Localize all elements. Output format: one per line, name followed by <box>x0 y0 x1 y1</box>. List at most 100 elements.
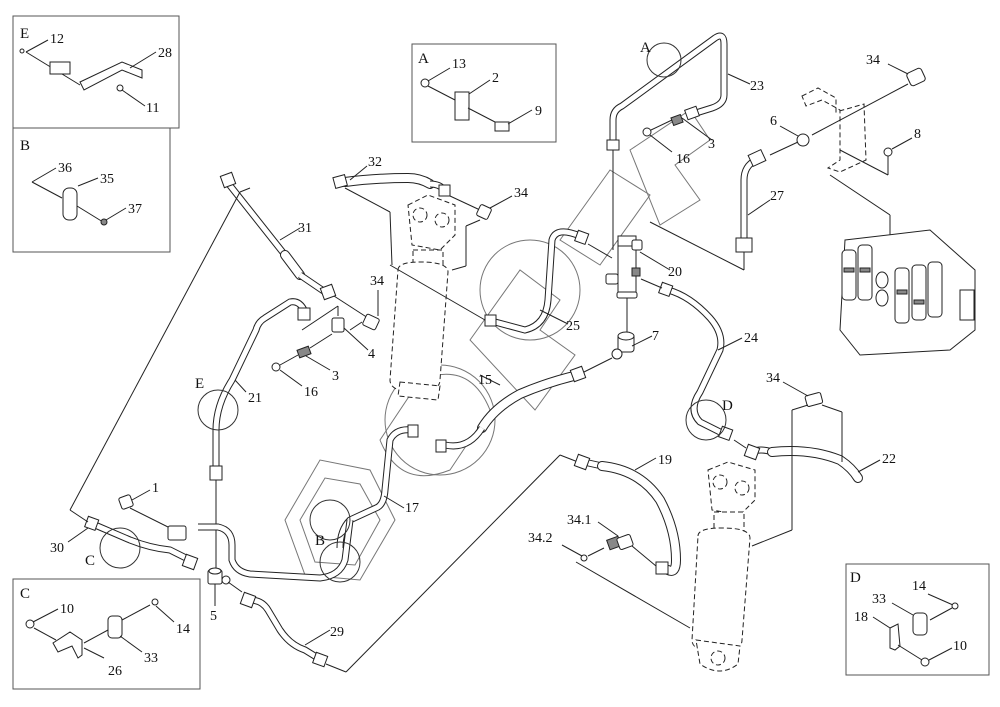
detail-view-e: E 12 28 11 <box>12 15 180 129</box>
detail-marker-e: E <box>195 376 204 392</box>
part-label-7: 7 <box>652 329 659 344</box>
part-label-12: 12 <box>50 32 64 47</box>
nut-19-bottom <box>655 561 669 575</box>
hose-32 <box>332 165 481 266</box>
part-label-37: 37 <box>128 202 142 217</box>
pipe-30 <box>67 509 199 571</box>
part-label-27: 27 <box>770 189 784 204</box>
part-label-35: 35 <box>100 172 114 187</box>
detail-marker-b: B <box>315 533 325 549</box>
detail-a-title: A <box>418 51 429 67</box>
nut-29-top <box>239 591 257 609</box>
fitting-1 <box>118 489 187 541</box>
nut-27-top <box>747 148 767 168</box>
detail-marker-c: C <box>85 553 95 569</box>
clamp-block <box>49 61 71 75</box>
nut-31-bottom <box>319 283 337 301</box>
nut-21-top <box>297 307 311 321</box>
part-label-2: 2 <box>492 71 499 86</box>
nut-32-right <box>438 184 451 197</box>
nut-25-bottom <box>484 314 497 327</box>
nut-23-end <box>684 105 700 121</box>
tee-4 <box>331 317 345 333</box>
part-label-34-left: 34 <box>370 274 384 289</box>
spacer-35 <box>62 187 78 221</box>
part-label-28: 28 <box>158 46 172 61</box>
nut-30-end <box>181 553 199 571</box>
detail-marker-a-circle <box>646 42 682 78</box>
part-label-19: 19 <box>658 453 672 468</box>
nut-25-top <box>574 229 590 246</box>
detail-e-title: E <box>20 26 29 42</box>
hose-22 <box>733 439 881 483</box>
bolt-10 <box>25 619 35 629</box>
part-label-14-d: 14 <box>912 579 926 594</box>
adapter-34-cylinder <box>451 195 513 271</box>
part-label-4: 4 <box>368 347 375 362</box>
part-label-3-lower: 3 <box>332 369 339 384</box>
detail-marker-b-circle-2 <box>319 541 361 583</box>
spacer-33-d <box>912 612 928 636</box>
pipe-29 <box>239 454 579 673</box>
nut-15-left <box>435 439 447 453</box>
part-label-15: 15 <box>478 373 492 388</box>
part-label-5: 5 <box>210 609 217 624</box>
part-label-30: 30 <box>50 541 64 556</box>
pipe-24 <box>640 278 743 442</box>
pipe-23 <box>606 32 751 250</box>
nut-17 <box>407 424 419 438</box>
nut-24-bottom <box>718 425 734 442</box>
part-label-25: 25 <box>566 319 580 334</box>
detail-view-c: C 10 14 33 26 <box>12 578 201 690</box>
part-label-33: 33 <box>144 651 158 666</box>
fittings-left-middle <box>271 290 380 387</box>
part-label-34-2: 34.2 <box>528 531 553 546</box>
detail-view-d: D 14 33 18 10 <box>845 563 990 676</box>
control-valve-block <box>839 229 976 356</box>
part-label-33-d: 33 <box>872 592 886 607</box>
part-label-20: 20 <box>668 265 682 280</box>
part-label-32: 32 <box>368 155 382 170</box>
detail-marker-b-circle-1 <box>309 499 351 541</box>
nut-29-bottom <box>312 651 329 668</box>
detail-c-title: C <box>20 586 30 602</box>
detail-b-title: B <box>20 138 30 154</box>
fitting-3-upper <box>642 113 713 153</box>
bolt-10-d <box>920 657 930 667</box>
nut-37 <box>100 218 108 226</box>
tee-7 <box>577 331 653 376</box>
part-label-13: 13 <box>452 57 466 72</box>
pipe-21 <box>209 298 311 576</box>
part-label-3-upper: 3 <box>708 137 715 152</box>
bolt-11 <box>116 84 124 92</box>
nut-32-left <box>332 174 348 189</box>
nut-31-top <box>219 171 237 189</box>
hose-19 <box>573 453 682 576</box>
nut-6 <box>796 133 810 147</box>
bracket-18 <box>889 623 901 651</box>
nut-23-bottom <box>606 139 620 151</box>
nut-13 <box>420 78 430 88</box>
bracket-28 <box>79 61 143 91</box>
part-label-16-lower: 16 <box>304 385 318 400</box>
hydraulic-cylinder-left <box>389 194 456 401</box>
fitting-3-lower <box>296 345 312 359</box>
clamp-2 <box>454 91 470 121</box>
detail-view-a: A 13 2 9 <box>411 43 557 143</box>
bracket-26 <box>52 631 83 659</box>
detail-marker-a: A <box>640 40 651 56</box>
detail-d-title: D <box>850 570 861 586</box>
detail-view-b: B 36 35 37 <box>12 127 171 253</box>
bolt-12 <box>19 48 25 54</box>
part-label-22: 22 <box>882 452 896 467</box>
bolt-14-d <box>951 602 959 610</box>
pipe-27 <box>649 148 771 271</box>
detail-marker-d-circle <box>685 399 727 441</box>
part-label-24: 24 <box>744 331 758 346</box>
spacer-33 <box>107 615 123 639</box>
bracket-assembly <box>769 63 926 240</box>
nut-27-bottom <box>735 237 753 253</box>
detail-marker-e-circle <box>197 389 239 431</box>
part-label-36: 36 <box>58 161 72 176</box>
